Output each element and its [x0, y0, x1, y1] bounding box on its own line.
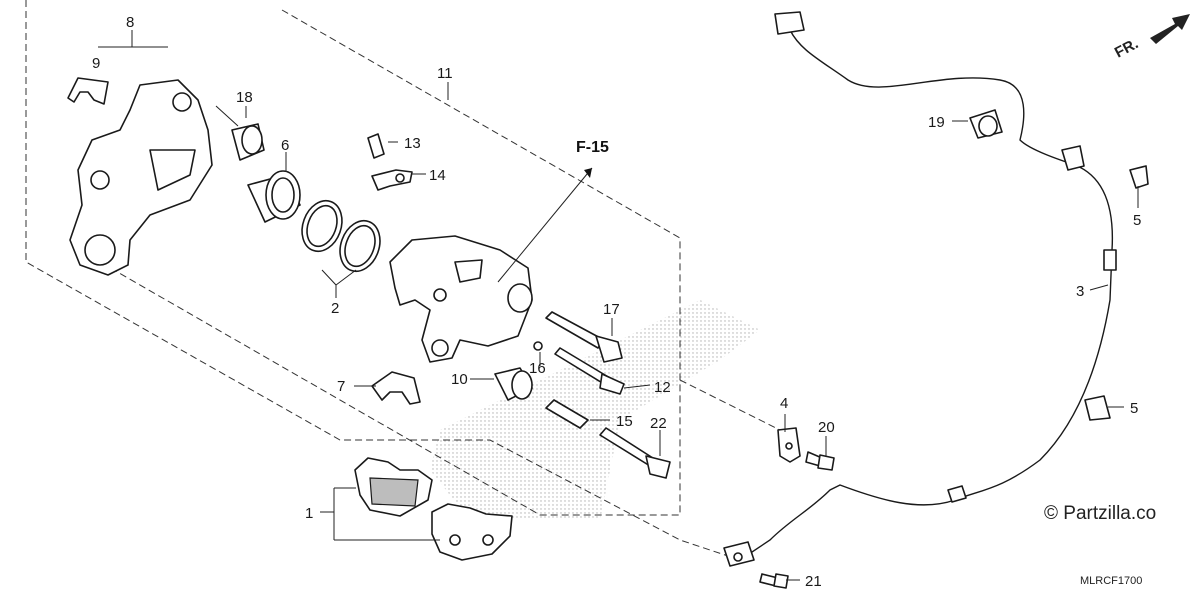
bolt-20	[805, 451, 835, 471]
pin-12	[554, 347, 625, 395]
caliper-body	[389, 235, 533, 363]
callout-6: 6	[281, 137, 289, 154]
callout-11: 11	[437, 65, 453, 82]
callout-1: 1	[305, 505, 313, 522]
seal-set	[301, 199, 381, 273]
pin-bolt-17	[545, 311, 623, 363]
clamp-19	[969, 109, 1003, 139]
callout-13: 13	[404, 135, 421, 152]
sensor-bracket	[777, 427, 801, 463]
callout-7: 7	[337, 378, 345, 395]
reference-f15: F-15	[497, 139, 609, 283]
callout-12: 12	[654, 379, 671, 396]
callout-4: 4	[780, 395, 788, 412]
diagram-code: MLRCF1700	[1080, 575, 1142, 587]
callout-5-lower: 5	[1130, 400, 1138, 417]
reference-label: F-15	[576, 139, 609, 156]
grommet	[1061, 145, 1085, 171]
callout-5-upper: 5	[1133, 212, 1141, 229]
callout-3: 3	[1076, 283, 1084, 300]
callout-19: 19	[928, 114, 945, 131]
callout-20: 20	[818, 419, 835, 436]
front-direction-marker: FR.	[1112, 14, 1190, 62]
callout-8: 8	[126, 14, 134, 31]
callout-14: 14	[429, 167, 446, 184]
sleeve-15	[545, 399, 589, 429]
clamp-5-lower	[1084, 395, 1111, 421]
stipple-area	[430, 300, 760, 520]
callout-16: 16	[529, 360, 546, 377]
callout-9: 9	[92, 55, 100, 72]
callout-2: 2	[331, 300, 339, 317]
pad-spring	[67, 77, 109, 105]
slide-pin-boot	[494, 367, 533, 401]
assembly-boundary	[25, 0, 781, 561]
leader-lines	[98, 30, 1139, 581]
callout-17: 17	[603, 301, 620, 318]
piston	[247, 170, 301, 223]
bleed-screw	[367, 133, 385, 159]
brake-pad-set	[354, 457, 513, 561]
bleeder-cap	[371, 169, 413, 191]
sensor-wire	[723, 11, 1117, 567]
washer-16	[533, 341, 543, 351]
boot	[231, 123, 265, 161]
bolt-21	[759, 573, 789, 589]
callout-21: 21	[805, 573, 822, 590]
clamp-5-upper	[1129, 165, 1149, 189]
bolt-22	[599, 427, 671, 479]
callout-15: 15	[616, 413, 633, 430]
pad-retainer	[371, 371, 421, 405]
caliper-bracket	[69, 79, 213, 276]
callout-10: 10	[451, 371, 468, 388]
watermark: © Partzilla.co	[1044, 503, 1156, 524]
callout-18: 18	[236, 89, 253, 106]
callout-labels: 8 9 11 18 6 13 14 2 7 10 16 17 12 15 22 …	[92, 14, 1141, 590]
direction-label: FR.	[1112, 35, 1141, 61]
callout-22: 22	[650, 415, 667, 432]
